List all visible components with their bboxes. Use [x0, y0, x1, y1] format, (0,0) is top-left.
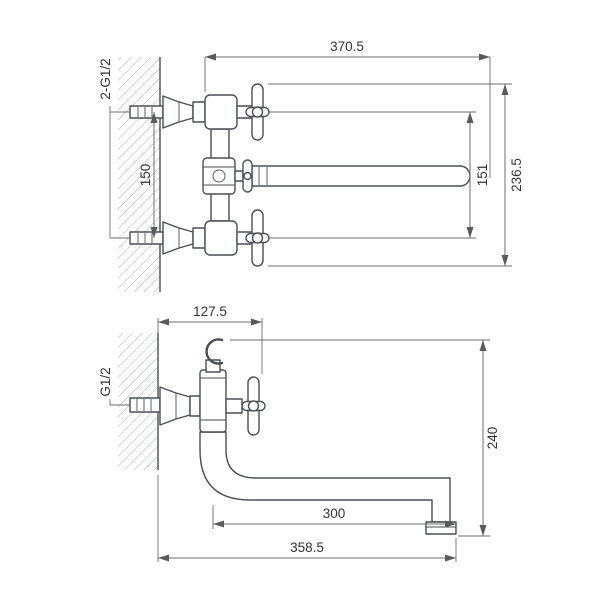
cross-handle-top [236, 83, 270, 141]
swing-spout [251, 165, 471, 187]
faucet-side-view [129, 338, 457, 535]
label-overall-width-top: 370.5 [330, 39, 364, 54]
label-overall-length: 358.5 [290, 540, 324, 555]
flange-bottom [162, 221, 206, 255]
flange-top [162, 95, 206, 129]
label-thread-top: 2-G1/2 [98, 58, 113, 99]
mixer-body-side [199, 369, 227, 433]
label-spout-reach: 300 [323, 506, 346, 521]
label-overall-height-bottom: 240 [485, 427, 500, 450]
inlet-stem-bottom [129, 231, 164, 245]
inlet-stem-top [129, 105, 164, 119]
label-handle-spacing: 151 [475, 164, 490, 187]
shower-holder-hook [205, 338, 224, 373]
label-wall-to-handle: 127.5 [193, 304, 227, 319]
mixer-body-front [202, 94, 238, 256]
bottom-view: 127.5 G1/2 240 300 358.5 [98, 304, 500, 562]
inlet-stem-side [129, 397, 161, 413]
label-inlet-spacing: 150 [138, 164, 153, 187]
cross-handle-bottom [236, 209, 270, 267]
label-overall-height-top: 236.5 [509, 158, 524, 192]
diverter-knob [234, 159, 253, 193]
top-view: 370.5 2-G1/2 150 151 236.5 [98, 39, 524, 292]
dimensions-top-view: 370.5 2-G1/2 150 151 236.5 [98, 39, 524, 267]
faucet-front-view [129, 83, 471, 267]
flange-side [159, 386, 201, 426]
label-thread-bottom: G1/2 [98, 367, 113, 396]
dimensions-bottom-view: 127.5 G1/2 240 300 358.5 [98, 304, 500, 562]
cross-handle-side [225, 376, 266, 436]
